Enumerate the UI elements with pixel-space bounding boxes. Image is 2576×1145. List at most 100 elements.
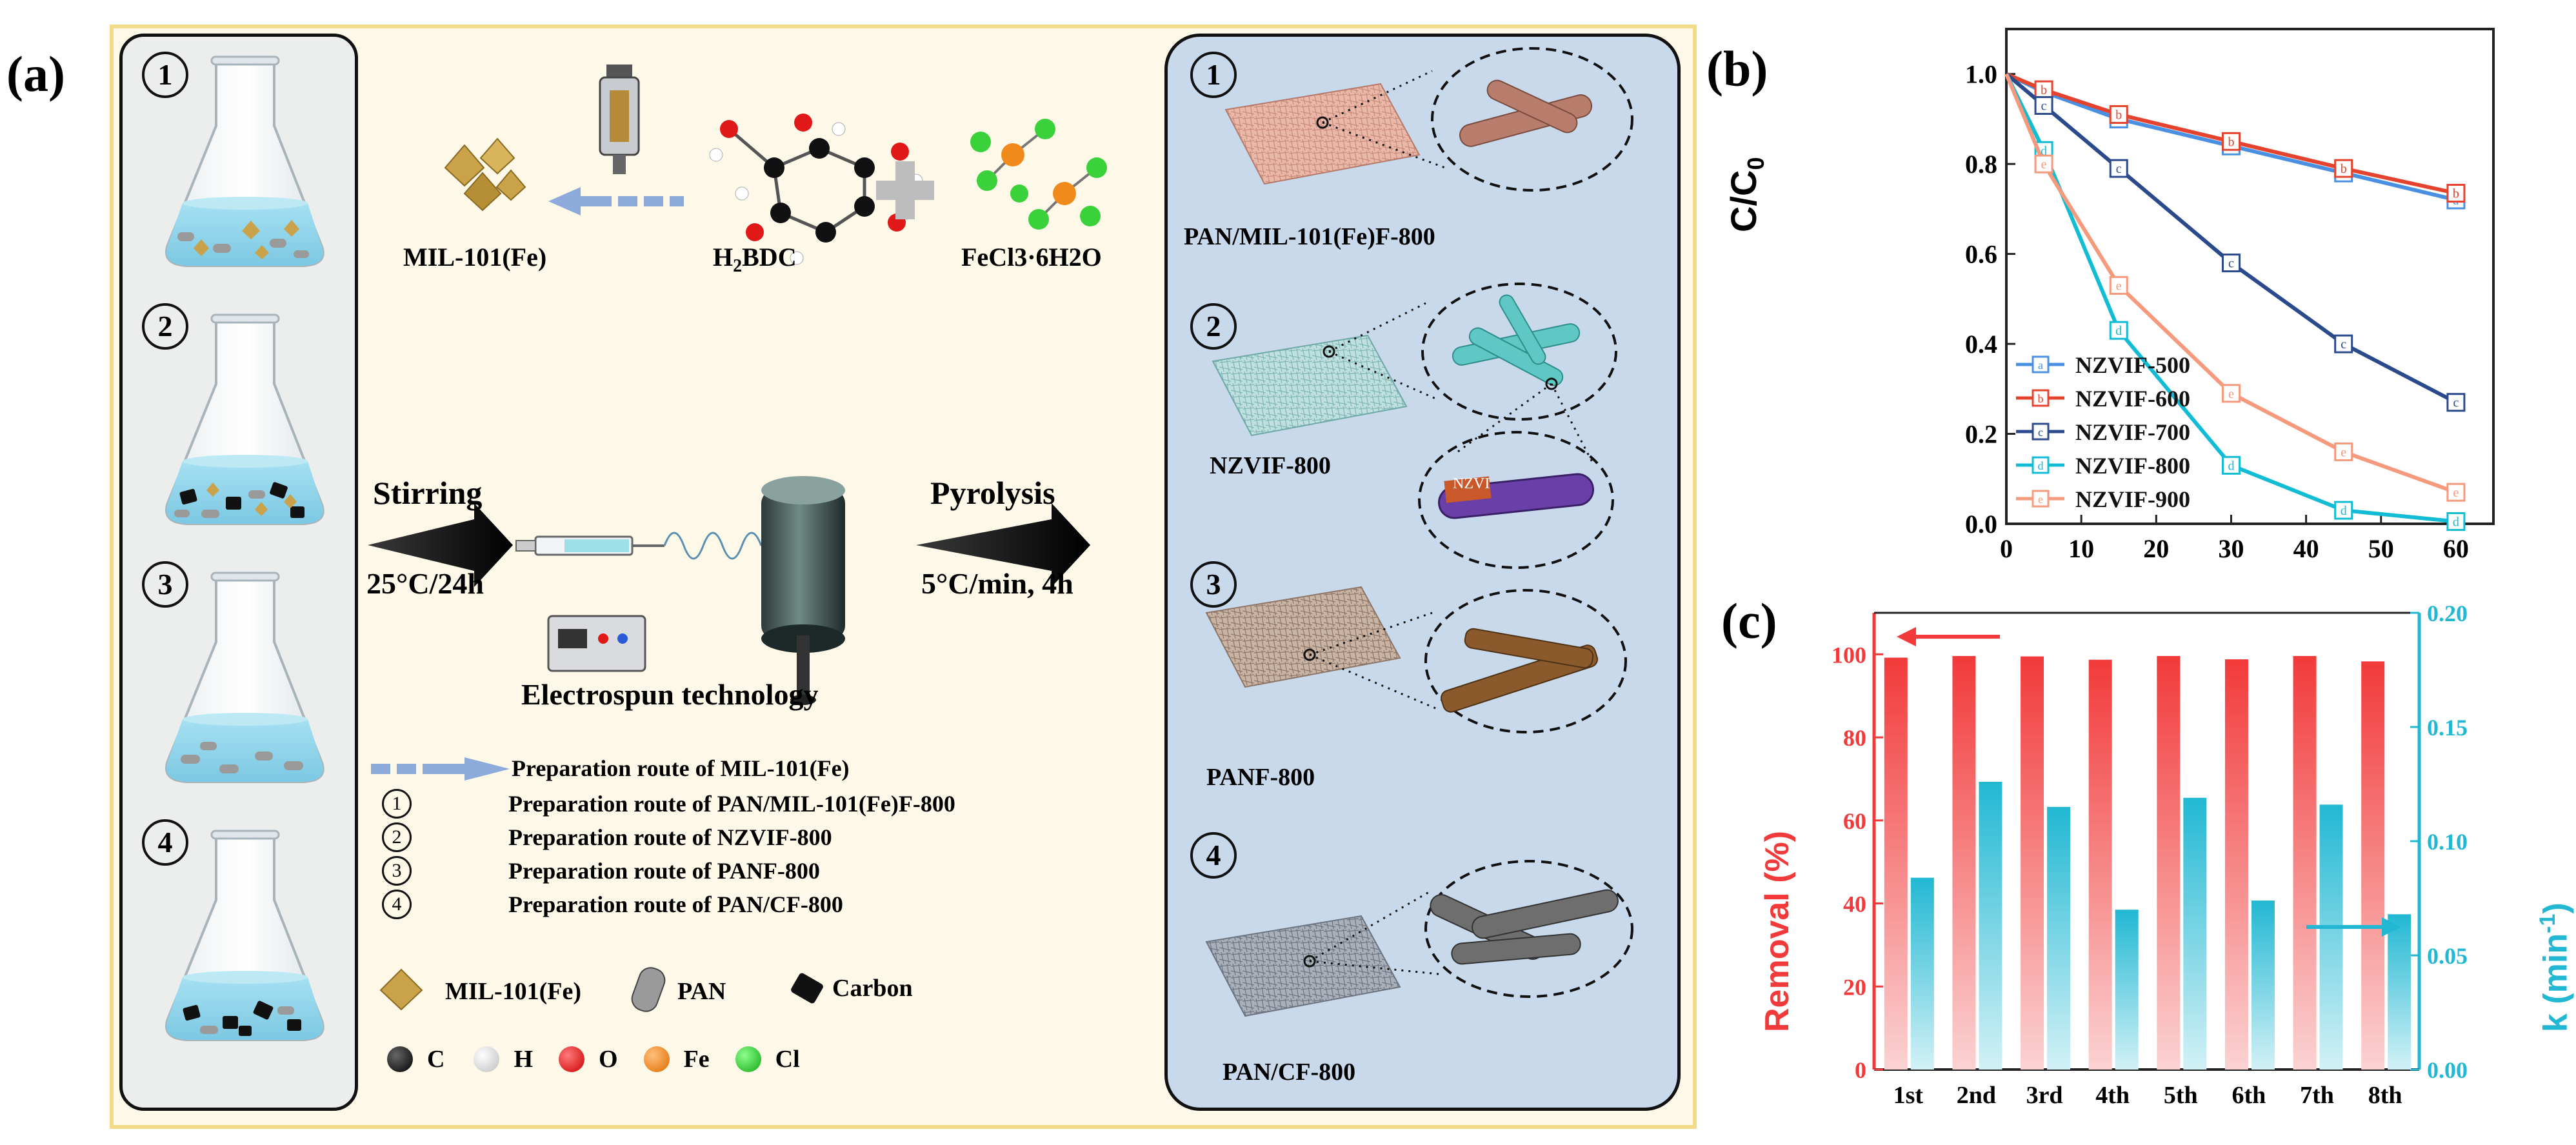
atom-o-label: O — [599, 1046, 618, 1073]
carbon-legend-icon — [791, 973, 823, 1004]
chart-c-category-label-5: 6th — [2232, 1082, 2266, 1109]
chart-b-legend-marker-3 — [2032, 456, 2050, 474]
route-item-3: 3 Preparation route of PANF-800 — [374, 854, 955, 888]
chart-c-removal-bar-0 — [1884, 657, 1908, 1070]
syringe-graphic — [515, 532, 763, 560]
route-item-2-text: Preparation route of NZVIF-800 — [508, 824, 832, 850]
route-item-2-number: 2 — [382, 822, 412, 852]
product-2-graphic — [1212, 283, 1617, 569]
chart-c-removal-bar-2 — [2021, 656, 2044, 1070]
atom-o-icon — [559, 1046, 585, 1072]
autoclave-icon — [599, 65, 640, 174]
chart-b-marker-label-4-1: e — [2041, 157, 2047, 172]
stage-number-left-3: 3 — [142, 561, 188, 608]
chart-b-marker-2-4 — [2334, 334, 2353, 353]
stage-number-right-2: 2 — [1190, 303, 1237, 350]
chart-b-legend-label-4: NZVIF-900 — [2075, 486, 2190, 512]
plus-icon — [876, 161, 934, 219]
chart-b-marker-label-3-2: d — [2115, 324, 2122, 338]
chart-b-marker-3-3 — [2221, 455, 2241, 475]
chart-c-left-tick-label-1: 20 — [1843, 974, 1866, 1000]
chart-c-k-bar-0 — [1910, 877, 1934, 1070]
h2bdc-label: H2BDC — [713, 243, 797, 276]
chart-b-marker-label-1-1: b — [2041, 83, 2047, 97]
chart-b-legend-marker-2 — [2032, 423, 2050, 441]
route-item-4: 4 Preparation route of PAN/CF-800 — [374, 888, 955, 921]
chart-b-marker-label-3-3: d — [2228, 459, 2234, 473]
mil101-crystals-graphic — [444, 137, 526, 212]
chart-b-marker-label-2-2: c — [2116, 162, 2122, 176]
atom-c-icon — [387, 1046, 413, 1072]
chart-b-legend-label-0: NZVIF-500 — [2075, 352, 2190, 378]
stage-number-right-3: 3 — [1190, 561, 1237, 608]
chart-b-xtick-label-4: 40 — [2293, 534, 2319, 563]
chart-b-marker-2-2 — [2109, 159, 2128, 178]
nzvi-tag: NZVI — [1453, 475, 1490, 492]
chart-b-marker-4-5 — [2446, 483, 2466, 502]
chart-b-marker-1-3 — [2221, 132, 2241, 151]
chart-c-right-tick-label-4: 0.20 — [2427, 601, 2468, 626]
chart-b-marker-4-1 — [2034, 154, 2053, 174]
pyrolysis-arrow — [916, 503, 1090, 587]
chart-b-marker-label-2-1: c — [2041, 99, 2047, 114]
chart-b-ytick-label-2: 0.4 — [1965, 330, 1997, 359]
chart-b-marker-1-1 — [2034, 80, 2053, 99]
chart-b-xtick-label-0: 0 — [2000, 534, 2013, 563]
chart-b-ytick-label-3: 0.6 — [1965, 240, 1997, 269]
chart-b-ytick-label-4: 0.8 — [1965, 150, 1997, 179]
chart-b-legend-label-2: NZVIF-700 — [2075, 419, 2190, 445]
chart-c-left-tick-label-4: 80 — [1843, 725, 1866, 751]
chart-b-xtick-label-1: 10 — [2068, 534, 2094, 563]
chart-b-marker-label-4-2: e — [2116, 279, 2122, 293]
chart-b-legend-marker-label-2: c — [2038, 426, 2043, 439]
material-legend-mil101: MIL-101(Fe) — [445, 978, 582, 1005]
route-item-3-text: Preparation route of PANF-800 — [508, 858, 820, 884]
atom-h-icon — [474, 1046, 500, 1072]
pyrolysis-condition: 5°C/min, 4h — [921, 567, 1073, 600]
product-column — [1164, 34, 1681, 1111]
chart-c-right-tick-label-2: 0.10 — [2427, 829, 2468, 855]
product-label-1: PAN/MIL-101(Fe)F-800 — [1184, 223, 1435, 250]
chart-b-marker-2-3 — [2221, 254, 2241, 273]
chart-b-xtick-label-2: 20 — [2143, 534, 2169, 563]
chart-c-category-label-4: 5th — [2164, 1082, 2198, 1109]
product-label-4: PAN/CF-800 — [1223, 1059, 1356, 1086]
chart-c-category-label-7: 8th — [2368, 1082, 2402, 1109]
chart-b-marker-2-1 — [2034, 96, 2053, 115]
product-3-graphic — [1205, 586, 1627, 733]
chart-b-marker-1-4 — [2334, 159, 2353, 178]
panel-a-illustration — [165, 47, 1633, 1041]
panel-b-letter: (b) — [1706, 41, 1768, 97]
atom-c-label: C — [427, 1046, 445, 1073]
chart-b-series-line-3 — [2004, 73, 2457, 524]
chart-c-k-bar-1 — [1979, 781, 2002, 1070]
stage-number-left-2: 2 — [142, 303, 188, 350]
chart-b-marker-label-3-4: d — [2341, 504, 2347, 518]
chart-c-category-label-6: 7th — [2300, 1082, 2334, 1109]
chart-b-legend-marker-label-4: e — [2038, 493, 2043, 506]
chart-b-marker-label-3-5: d — [2453, 515, 2459, 530]
chart-b-marker-label-3-1: d — [2041, 144, 2047, 158]
chart-b-marker-label-2-4: c — [2341, 337, 2346, 352]
atom-fe-icon — [643, 1046, 670, 1072]
stage-number-left-1: 1 — [142, 52, 188, 98]
chart-c-right-tick-label-3: 0.15 — [2427, 715, 2468, 741]
atom-h-label: H — [514, 1046, 534, 1073]
route-item-3-number: 3 — [382, 856, 412, 886]
route-arrow-legend-icon — [371, 757, 510, 781]
stirring-condition: 25°C/24h — [366, 567, 484, 600]
chart-b-marker-label-4-3: e — [2228, 387, 2234, 401]
route-item-4-text: Preparation route of PAN/CF-800 — [508, 891, 843, 917]
chart-c-left-indicator-arrowhead — [1897, 627, 1916, 646]
chart-b-marker-label-4-5: e — [2453, 486, 2459, 500]
product-label-3: PANF-800 — [1206, 764, 1315, 791]
chart-b-marker-2-5 — [2446, 393, 2466, 412]
removal-kinetics-chart: 01020304050600.00.20.40.60.81.0aaaaabbbb… — [1965, 28, 2495, 563]
chart-b-xtick-label-6: 60 — [2443, 534, 2469, 563]
flask-2 — [165, 314, 324, 525]
chart-b-marker-label-2-3: c — [2228, 257, 2234, 271]
chart-b-legend-marker-label-3: d — [2038, 459, 2044, 472]
chart-c-k-bar-6 — [2319, 804, 2343, 1070]
stage-number-left-4: 4 — [142, 819, 188, 866]
